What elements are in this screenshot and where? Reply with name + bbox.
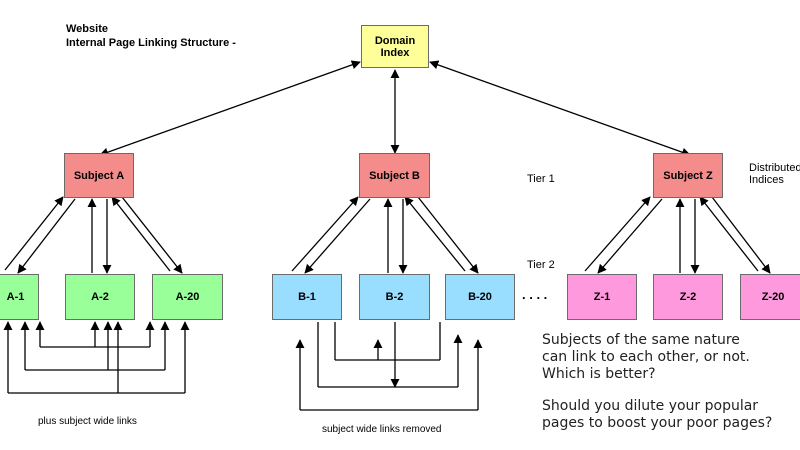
page-b-1-node: B-1: [272, 274, 342, 320]
page-z-20-label: Z-20: [761, 291, 785, 303]
edge-root-subject-z: [429, 60, 691, 157]
page-a-1-node: A-1: [0, 274, 39, 320]
subject-z-node: Subject Z: [653, 153, 723, 198]
domain-index-node: Domain Index: [361, 25, 429, 68]
page-b-2-label: B-2: [385, 291, 404, 303]
page-a-2-node: A-2: [65, 274, 135, 320]
edge-root-subject-a: [99, 60, 361, 157]
edge-a-a1-up: [4, 196, 64, 271]
a-cross-links: [3, 321, 190, 394]
page-b-20-label: B-20: [468, 291, 492, 303]
domain-index-label: Domain Index: [374, 34, 416, 59]
diagram-title: Website Internal Page Linking Structure …: [66, 23, 236, 49]
distributed-indices-label: Distributed Indices: [749, 162, 800, 186]
page-z-2-label: Z-2: [679, 291, 697, 303]
page-a-1-label: A-1: [6, 291, 25, 303]
edge-z-z20-up: [699, 196, 759, 272]
page-z-1-node: Z-1: [567, 274, 637, 320]
edge-b-b1-up: [291, 196, 359, 272]
page-b-20-node: B-20: [445, 274, 515, 320]
subject-b-label: Subject B: [369, 169, 420, 182]
tier-1-label: Tier 1: [527, 173, 555, 185]
edge-z-z1-up: [584, 196, 651, 272]
subject-a-node: Subject A: [64, 153, 134, 198]
caption-plus-subject-wide-links: plus subject wide links: [38, 416, 137, 427]
tier-2-label: Tier 2: [527, 259, 555, 271]
ellipsis-label: . . . .: [522, 287, 548, 302]
subject-z-label: Subject Z: [663, 169, 713, 182]
edge-b-b20-up: [404, 196, 466, 272]
page-z-2-node: Z-2: [653, 274, 723, 320]
page-a-20-node: A-20: [152, 274, 223, 320]
edge-a-a20-up: [111, 196, 171, 272]
page-z-20-node: Z-20: [740, 274, 800, 320]
caption-subject-wide-links-removed: subject wide links removed: [322, 424, 442, 435]
edge-b-b20-down: [417, 196, 479, 274]
question-dilute-pages: Should you dilute your popular pages to …: [542, 398, 773, 431]
page-a-2-label: A-2: [91, 291, 109, 303]
subject-b-node: Subject B: [359, 153, 430, 198]
b-links: [295, 322, 483, 411]
edge-b-b1-down: [304, 198, 371, 274]
question-same-nature: Subjects of the same nature can link to …: [542, 332, 750, 382]
edge-z-z1-down: [597, 198, 663, 274]
edge-a-a20-down: [121, 196, 183, 274]
page-z-1-label: Z-1: [593, 291, 611, 303]
edge-z-z20-down: [711, 196, 771, 274]
page-b-1-label: B-1: [298, 291, 316, 303]
page-a-20-label: A-20: [175, 291, 200, 303]
page-b-2-node: B-2: [359, 274, 430, 320]
edge-a-a1-down: [17, 198, 76, 274]
subject-a-label: Subject A: [73, 169, 125, 182]
